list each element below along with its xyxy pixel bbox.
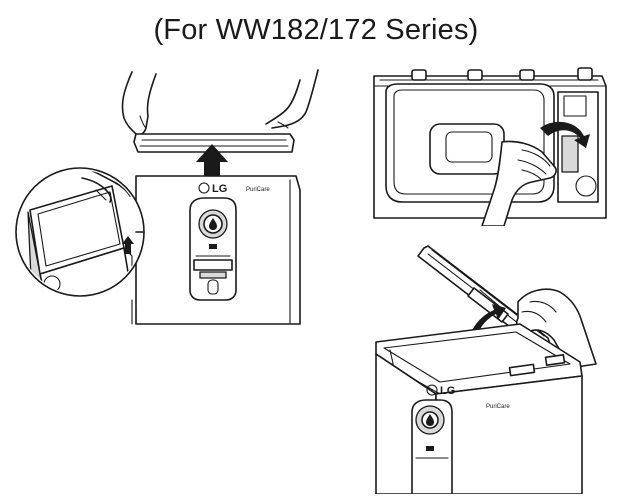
hand-right [265, 69, 319, 129]
purifier-body-open: LG PuriCare [375, 323, 583, 494]
product-label: PuriCare [246, 187, 270, 193]
up-arrow-icon [196, 144, 228, 184]
brand-logo: LG [212, 183, 227, 195]
open-lid-illustration: LG PuriCare [375, 245, 597, 494]
hand-left [121, 71, 157, 136]
unlock-knob-illustration [373, 67, 607, 226]
page-title: (For WW182/172 Series) [153, 14, 479, 46]
product-label-open: PuriCare [486, 404, 510, 410]
water-drop-icon [209, 218, 217, 230]
brand-logo-open: LG [440, 385, 455, 397]
purifier-body: LG PuriCare [135, 175, 301, 325]
lid [133, 133, 295, 153]
curved-arrow-icon [540, 121, 590, 148]
lift-lid-illustration: LG PuriCare [15, 69, 319, 325]
detail-inset [15, 167, 145, 297]
